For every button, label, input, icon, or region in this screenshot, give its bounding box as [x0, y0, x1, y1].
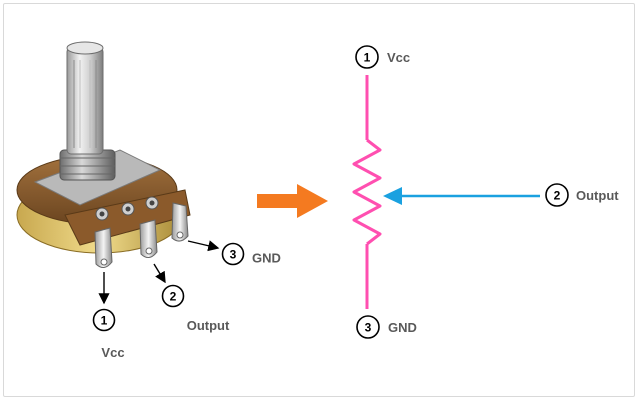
pin-3-badge — [221, 242, 245, 266]
resistor-zigzag — [352, 138, 382, 246]
output-badge — [545, 183, 569, 207]
schematic-gnd: 3 GND — [356, 315, 417, 339]
potentiometer-photo — [16, 41, 191, 268]
vcc-badge — [355, 45, 379, 69]
photo-pin-1: 1 Vcc — [92, 272, 125, 360]
gnd-label: GND — [388, 320, 417, 335]
pin-1-badge — [92, 308, 116, 332]
gnd-number: 3 — [365, 321, 372, 335]
output-label: Output — [576, 188, 619, 203]
pin-3-number: 3 — [230, 248, 237, 262]
pin-1-number: 1 — [101, 314, 108, 328]
wiper-arrowhead-icon — [383, 187, 402, 205]
potentiometer-schematic — [352, 75, 540, 309]
vcc-number: 1 — [364, 51, 371, 65]
pin-2-label: Output — [187, 318, 230, 333]
pin-3-label: GND — [252, 251, 281, 266]
vcc-label: Vcc — [387, 50, 410, 65]
schematic-vcc: 1 Vcc — [355, 45, 410, 69]
pin-1-label: Vcc — [101, 345, 124, 360]
photo-pin-2: 2 Output — [153, 263, 230, 333]
right-arrow-icon — [257, 184, 328, 218]
photo-pin-3: 3 GND — [187, 240, 281, 266]
gnd-badge — [356, 315, 380, 339]
pin-2-number: 2 — [170, 290, 177, 304]
schematic-output: 2 Output — [545, 183, 619, 207]
pin-2-badge — [161, 284, 185, 308]
output-number: 2 — [554, 189, 561, 203]
